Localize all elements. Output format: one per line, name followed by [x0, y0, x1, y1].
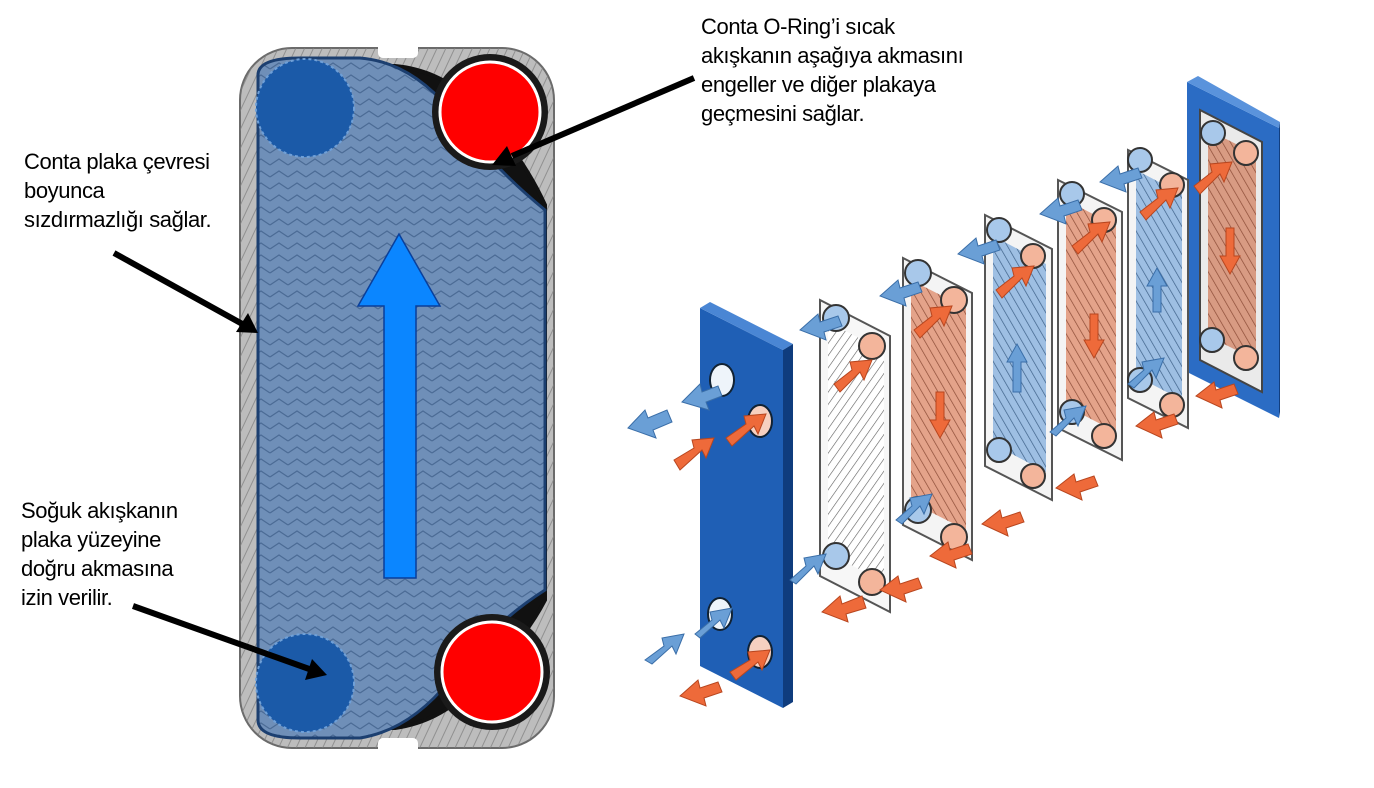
gasket-pointer	[112, 250, 248, 329]
oring-pointer	[510, 75, 696, 159]
cold-flow-arrows	[627, 165, 1168, 665]
hot-port-top	[438, 60, 542, 164]
oring-caption: Conta O-Ring’i sıcak akışkanın aşağıya a…	[701, 14, 964, 126]
hot-flow-arrows	[673, 161, 1241, 707]
cold-flow-pointer	[131, 603, 314, 673]
cold-port-top	[255, 58, 355, 158]
exploded-plate-pack	[627, 76, 1280, 708]
hot-port-bottom	[440, 620, 544, 724]
cold-port-bottom	[255, 633, 355, 733]
gasketed-plate	[239, 40, 555, 756]
front-frame	[700, 302, 793, 708]
flow-direction-arrow	[356, 232, 442, 579]
plate-1	[819, 298, 891, 614]
callout-pointers	[112, 75, 696, 680]
gasket-caption: Conta plaka çevresi boyunca sızdırmazlığ…	[24, 149, 212, 232]
cold-flow-caption: Soğuk akışkanın plaka yüzeyine doğru akm…	[21, 498, 178, 610]
